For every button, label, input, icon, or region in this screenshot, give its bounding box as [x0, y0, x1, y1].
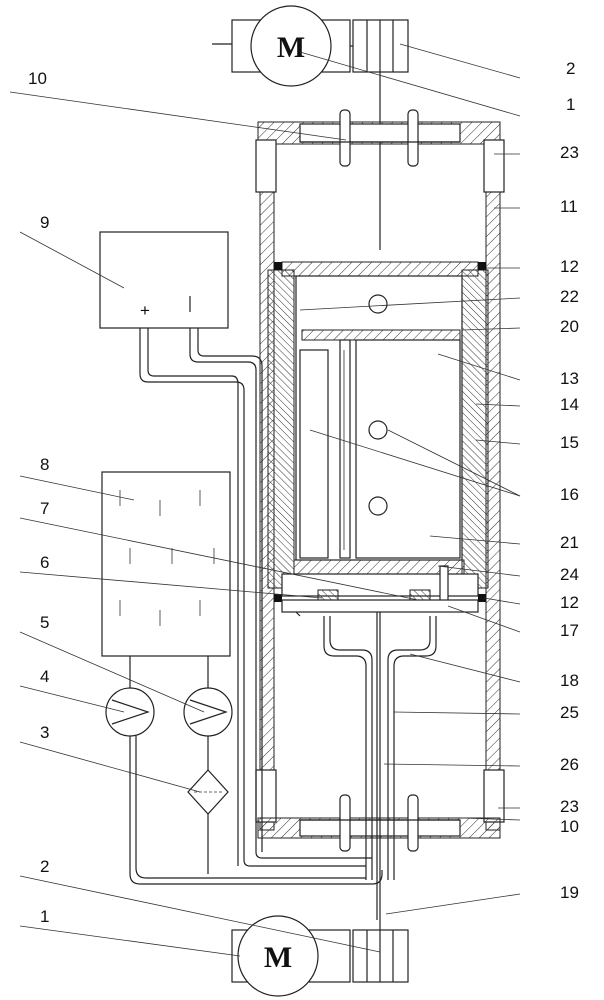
pumps [105, 656, 383, 885]
top-motor-symbol: M [277, 31, 305, 64]
label-11: 11 [560, 197, 578, 216]
top-motor-assembly: M [212, 5, 409, 250]
leader-lines [9, 43, 521, 957]
label-3: 3 [40, 723, 49, 742]
label-8: 8 [40, 455, 49, 474]
label-21: 21 [560, 533, 579, 552]
label-17: 17 [560, 621, 579, 640]
tank-9: + [99, 231, 372, 867]
label-14: 14 [560, 395, 579, 414]
label-6: 6 [40, 553, 49, 572]
label-26: 26 [560, 755, 579, 774]
label-10-top: 10 [28, 69, 47, 88]
label-23-bot: 23 [560, 797, 579, 816]
label-1-bot: 1 [40, 907, 49, 926]
label-2-bot: 2 [40, 857, 49, 876]
label-12-top: 12 [560, 257, 579, 276]
label-24: 24 [560, 565, 579, 584]
label-25: 25 [560, 703, 579, 722]
label-7: 7 [40, 499, 49, 518]
label-15: 15 [560, 433, 579, 452]
label-20: 20 [560, 317, 579, 336]
label-9: 9 [40, 213, 49, 232]
part-labels: 2 1 10 23 11 9 12 22 20 13 14 15 16 8 21… [28, 59, 579, 926]
tank-8 [101, 471, 231, 657]
label-18: 18 [560, 671, 579, 690]
label-22: 22 [560, 287, 579, 306]
label-23-top: 23 [560, 143, 579, 162]
pipe-network [323, 612, 437, 920]
inner-chamber [267, 261, 489, 617]
label-5: 5 [40, 613, 49, 632]
label-4: 4 [40, 667, 49, 686]
bottom-motor-assembly: M [231, 915, 409, 997]
label-10-bot: 10 [560, 817, 579, 836]
label-12-bot: 12 [560, 593, 579, 612]
label-2-top: 2 [566, 59, 575, 78]
label-16: 16 [560, 485, 579, 504]
bottom-motor-symbol: M [264, 941, 292, 974]
svg-text:+: + [140, 301, 150, 320]
label-1-top: 1 [566, 95, 575, 114]
outer-cylinder [255, 109, 505, 852]
top-motor-circle [250, 5, 332, 87]
label-19: 19 [560, 883, 579, 902]
label-13: 13 [560, 369, 579, 388]
